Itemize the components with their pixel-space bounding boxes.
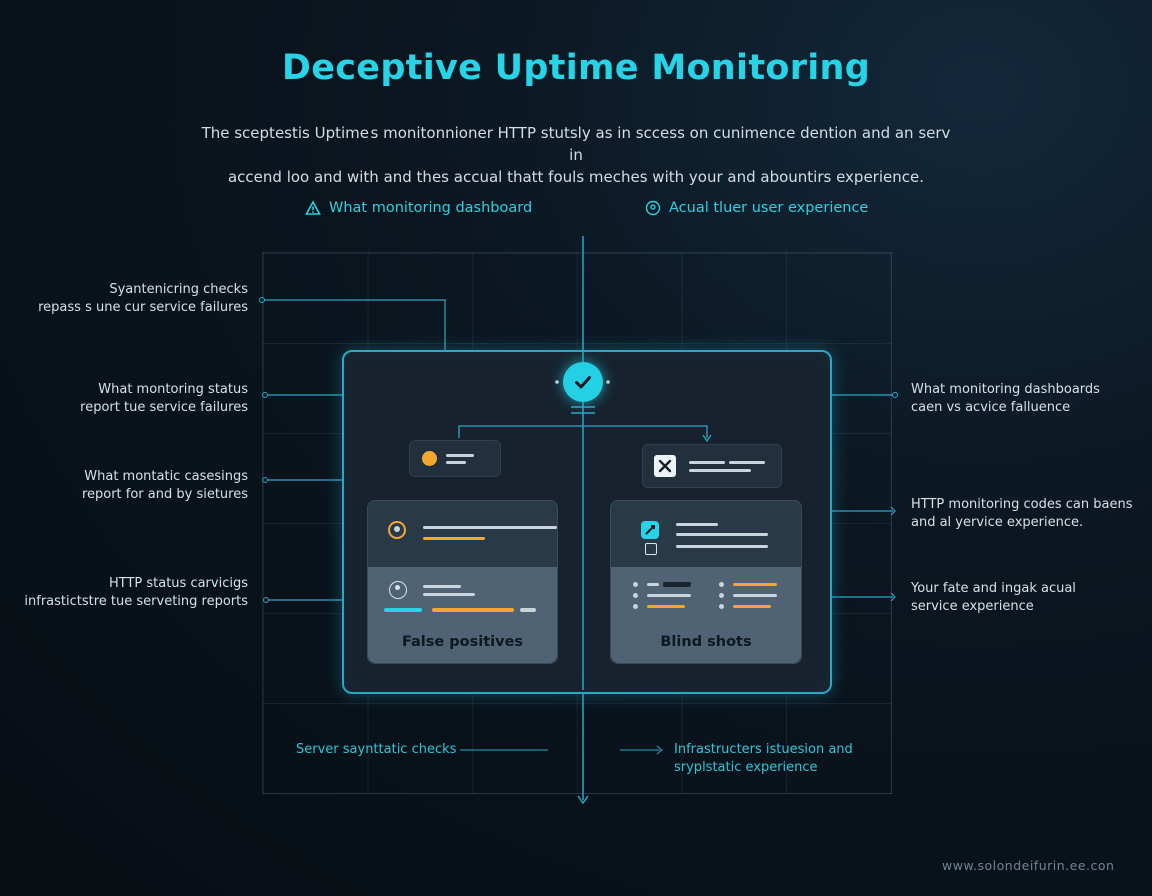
subtitle-line-1: The sceptestis Uptime s monitonnioner HT…	[201, 124, 951, 164]
false-positives-detail: False positives	[368, 567, 557, 663]
column-header-left-label: What monitoring dashboard	[329, 200, 533, 216]
column-header-right: Acual tluer user experience	[645, 200, 868, 216]
status-chip-right	[642, 444, 782, 488]
column-header-left: What monitoring dashboard	[305, 200, 532, 216]
user-icon	[388, 521, 406, 539]
status-chip-left	[409, 440, 501, 477]
error-x-icon	[654, 455, 676, 477]
bottom-label-right: Infrastructers istuesion and sryplstatic…	[674, 742, 853, 775]
right-label-3: Your fate and ingak acual service experi…	[911, 581, 1076, 614]
right-label-1: What monitoring dashboards caen vs acvic…	[911, 382, 1100, 415]
tools-icon	[641, 521, 659, 539]
left-label-3: What montatic casesings report for and b…	[81, 469, 248, 502]
false-positives-label: False positives	[401, 634, 524, 650]
watermark: www.solondeifurin.ee.con	[942, 858, 1115, 873]
warning-icon	[305, 200, 321, 215]
page-title: Deceptive Uptime Monitoring	[281, 48, 871, 88]
user-circle-icon	[645, 200, 661, 216]
person-icon	[389, 581, 407, 599]
warning-dot-icon	[422, 451, 437, 466]
check-icon	[563, 362, 603, 402]
blind-shots-detail: Blind shots	[611, 567, 801, 663]
column-header-right-label: Acual tluer user experience	[669, 200, 869, 216]
blind-shots-card: Blind shots	[610, 500, 802, 664]
small-box-icon	[645, 543, 657, 555]
right-label-2: HTTP monitoring codes can baens and al y…	[911, 497, 1133, 530]
bottom-label-left: Server saynttatic checks	[296, 742, 457, 757]
left-label-4: HTTP status carvicigs infrastictstre tue…	[24, 576, 248, 609]
left-label-2: What montoring status report tue service…	[80, 382, 248, 415]
subtitle: The sceptestis Uptime s monitonnioner HT…	[196, 122, 956, 188]
subtitle-line-2: accend loo and with and thes accual that…	[227, 168, 924, 186]
left-label-1: Syantenicring checks repass s une cur se…	[38, 282, 248, 315]
blind-shots-label: Blind shots	[660, 634, 752, 650]
false-positives-card: False positives	[367, 500, 558, 664]
